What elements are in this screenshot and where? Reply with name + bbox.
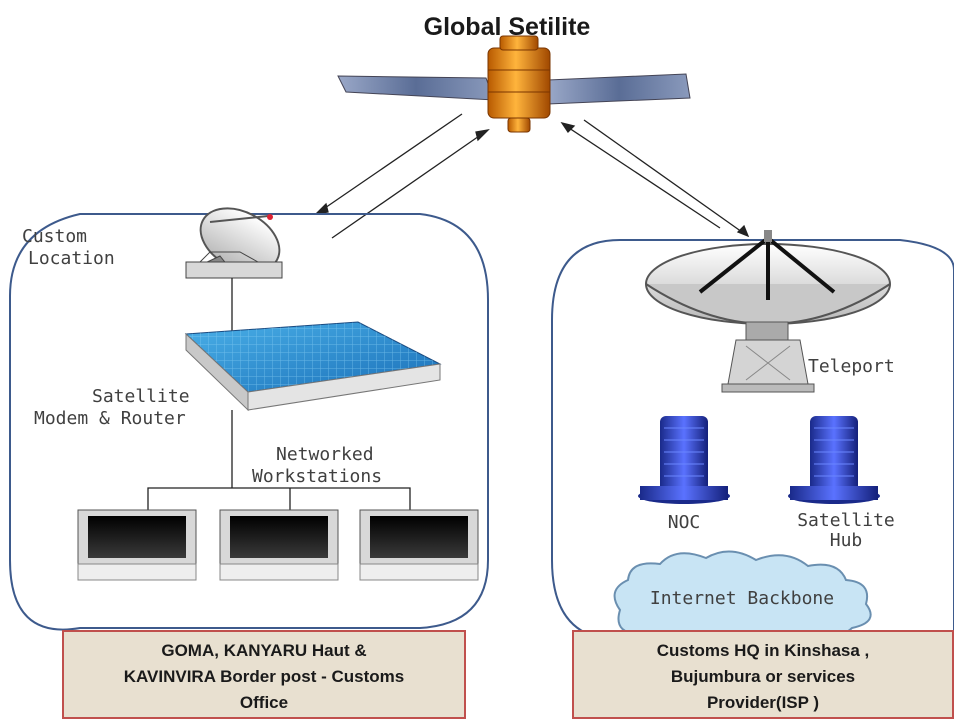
left-caption-line-3: Office	[239, 693, 289, 712]
teleport-label: Teleport	[808, 356, 895, 377]
right-site-caption: Customs HQ in Kinshasa , Bujumbura or se…	[572, 630, 954, 719]
dish-label-line-1: Custom	[22, 226, 87, 247]
workstation-icon	[219, 509, 339, 581]
cloud-label: Internet Backbone	[650, 588, 834, 609]
server-icon	[638, 416, 730, 504]
modem-label-line-1: Satellite	[92, 386, 190, 407]
signal-arrows	[314, 113, 750, 239]
modem-router-icon	[184, 321, 442, 412]
hub-label-line-2: Hub	[830, 530, 863, 551]
right-caption-line-3: Provider(ISP )	[706, 693, 820, 712]
satellite-icon	[337, 35, 691, 133]
workstation-icon	[359, 509, 479, 581]
right-site-container	[551, 239, 954, 641]
workstation-icon	[77, 509, 197, 581]
right-caption-line-1: Customs HQ in Kinshasa ,	[656, 641, 870, 660]
workstations-label-line-2: Workstations	[252, 466, 382, 487]
teleport-dish-icon	[645, 230, 891, 393]
left-caption-line-1: GOMA, KANYARU Haut &	[161, 641, 367, 660]
left-site-container	[9, 213, 489, 631]
right-caption-line-2: Bujumbura or services	[670, 667, 856, 686]
hub-label-line-1: Satellite	[797, 510, 895, 531]
modem-label-line-2: Modem & Router	[34, 408, 186, 429]
noc-label: NOC	[668, 512, 701, 533]
satellite-dish-icon	[185, 207, 283, 279]
workstations-label-line-1: Networked	[276, 444, 374, 465]
left-site-caption: GOMA, KANYARU Haut & KAVINVIRA Border po…	[62, 630, 466, 719]
left-caption-line-2: KAVINVIRA Border post - Customs	[123, 667, 405, 686]
workstation-connections	[147, 487, 411, 512]
server-icon	[788, 416, 880, 504]
dish-label-line-2: Location	[28, 248, 115, 269]
